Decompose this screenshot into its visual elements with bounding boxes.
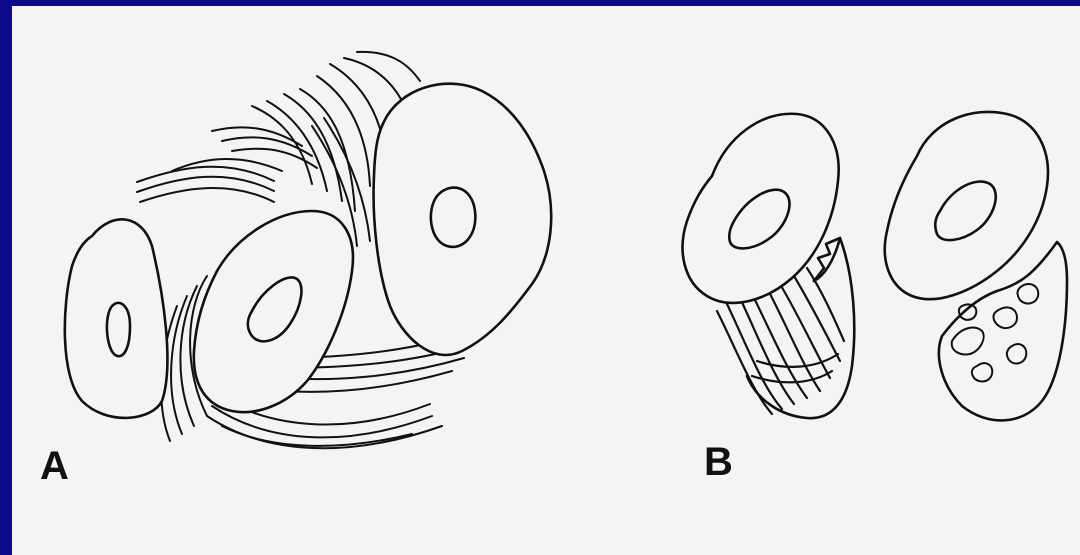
panel-a-cell-right [374, 84, 552, 355]
panel-b-inclusion-4 [972, 363, 992, 381]
panel-a-cell-left [65, 219, 168, 418]
cell-diagram [12, 6, 1080, 555]
figure-panel: A B [12, 6, 1080, 555]
panel-b-drawing [683, 112, 1067, 421]
panel-b-inclusion-2 [993, 307, 1017, 328]
panel-b-label: B [704, 442, 733, 482]
panel-b-inclusion-3 [1018, 284, 1039, 303]
panel-b-right-inclusions [952, 328, 984, 355]
panel-a-cell-middle [194, 211, 353, 412]
panel-a-label: A [40, 446, 69, 486]
panel-b-inclusion-6 [959, 304, 976, 319]
panel-b-cell-right [885, 112, 1048, 299]
panel-b-cell-left [683, 114, 839, 303]
panel-b-inclusion-5 [1007, 344, 1026, 363]
panel-a-drawing [65, 52, 551, 448]
